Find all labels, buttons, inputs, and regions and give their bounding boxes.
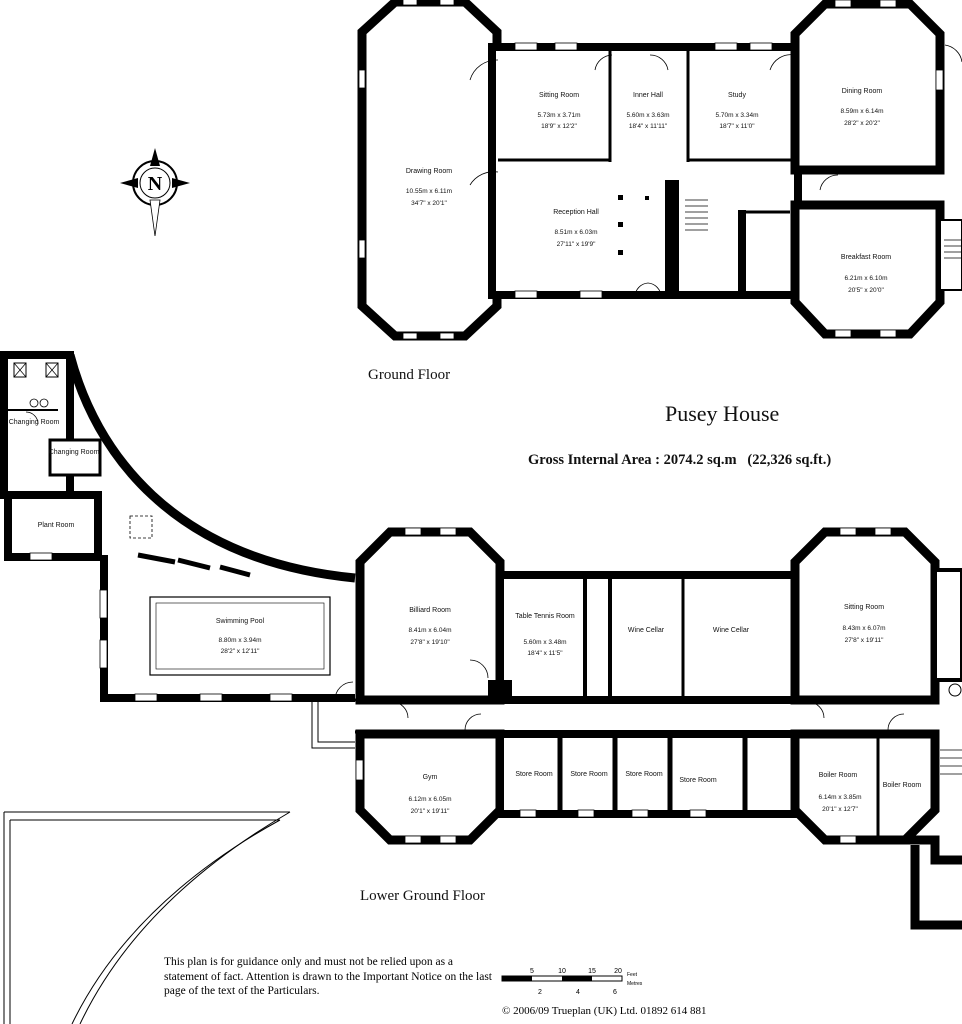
disclaimer-text: This plan is for guidance only and must …	[164, 956, 492, 997]
reception-hall-name: Reception Hall	[553, 209, 599, 216]
gym-dim-ft: 20'1" x 19'11"	[411, 808, 450, 815]
scale-feet-tick-3: 15	[588, 968, 596, 975]
scale-feet-tick-2: 10	[558, 968, 566, 975]
swimming-pool-basin	[149, 596, 331, 676]
dining-room-walls	[790, 0, 945, 175]
scale-metre-label: Metres	[627, 981, 643, 987]
inner-hall-dim-m: 5.60m x 3.63m	[627, 112, 670, 119]
store-room-3-name: Store Room	[625, 771, 663, 778]
boiler-room-1-dim-ft: 20'1" x 12'7"	[822, 806, 858, 813]
dining-room-name: Dining Room	[842, 88, 883, 95]
scale-metre-tick-2: 4	[576, 989, 580, 996]
gym-name: Gym	[423, 774, 438, 781]
ground-floor-plan: Drawing Room 10.55m x 6.11m 34'7" x 20'1…	[357, 0, 962, 341]
table-tennis-dim-ft: 18'4" x 11'5"	[527, 650, 563, 657]
changing-room-1-name: Changing Room	[9, 419, 60, 426]
changing-room-2-name: Changing Room	[49, 449, 100, 456]
inner-hall-name: Inner Hall	[633, 92, 663, 99]
drawing-room-name: Drawing Room	[406, 168, 452, 175]
scale-feet-tick-1: 5	[530, 968, 534, 975]
property-title: Pusey House	[665, 401, 780, 426]
terrace-outline	[311, 698, 355, 749]
reception-hall-dim-m: 8.51m x 6.03m	[555, 229, 598, 236]
ground-floor-label: Ground Floor	[368, 367, 451, 383]
boiler-room-1-name: Boiler Room	[819, 772, 858, 779]
table-tennis-name: Table Tennis Room	[515, 613, 575, 620]
gym-dim-m: 6.12m x 6.05m	[409, 796, 452, 803]
pool-hall-curved-wall	[65, 353, 356, 583]
swimming-pool-name: Swimming Pool	[216, 618, 265, 625]
central-windows	[514, 42, 773, 299]
scale-feet-label: Feet	[627, 972, 638, 978]
store-room-2-name: Store Room	[570, 771, 608, 778]
sitting-room-g-dim-m: 5.73m x 3.71m	[538, 112, 581, 119]
reception-hall-dim-ft: 27'11" x 19'9"	[557, 241, 596, 248]
sitting-room-g-dim-ft: 18'9" x 12'2"	[541, 123, 577, 130]
study-dim-ft: 18'7" x 11'0"	[719, 123, 755, 130]
sitting-room-lg-dim-m: 8.43m x 6.07m	[843, 625, 886, 632]
breakfast-room-name: Breakfast Room	[841, 254, 891, 261]
drawing-room-windows	[358, 0, 455, 340]
sitting-room-lg-windows	[839, 527, 892, 536]
boiler-room-1-dim-m: 6.14m x 3.85m	[819, 794, 862, 801]
gym-windows	[355, 759, 457, 844]
sitting-room-lg-name: Sitting Room	[844, 604, 884, 611]
study-dim-m: 5.70m x 3.34m	[716, 112, 759, 119]
wine-cellar-2-name: Wine Cellar	[713, 627, 750, 634]
drawing-room-dim-m: 10.55m x 6.11m	[406, 188, 452, 195]
gia-metric: : 2074.2 sq.m	[655, 452, 737, 468]
sitting-room-g-name: Sitting Room	[539, 92, 579, 99]
study-name: Study	[728, 92, 746, 99]
swimming-pool-dim-m: 8.80m x 3.94m	[219, 637, 262, 644]
store-room-4-name: Store Room	[679, 777, 717, 784]
copyright-text: © 2006/09 Trueplan (UK) Ltd. 01892 614 8…	[502, 1005, 707, 1017]
sitting-room-lg-dim-ft: 27'8" x 19'11"	[845, 637, 884, 644]
central-block-walls	[488, 43, 802, 299]
store-room-1-name: Store Room	[515, 771, 553, 778]
scale-bar: 5 10 15 20 2 4 6 Feet Metres	[501, 968, 643, 996]
ground-doors	[469, 54, 839, 298]
gia-imperial: (22,326 sq.ft.)	[747, 452, 832, 468]
scale-feet-tick-4: 20	[614, 968, 622, 975]
lower-ground-floor-label: Lower Ground Floor	[360, 888, 485, 904]
compass-north-letter: N	[148, 173, 163, 195]
scale-metre-tick-3: 6	[613, 989, 617, 996]
compass-rose-icon	[120, 148, 190, 237]
wine-cellar-1-name: Wine Cellar	[628, 627, 665, 634]
billiard-room-windows	[404, 527, 457, 536]
breakfast-room-walls	[790, 200, 945, 339]
plant-room-walls	[4, 491, 102, 561]
corridor-doors	[334, 681, 905, 731]
billiard-room-dim-m: 8.41m x 6.04m	[409, 627, 452, 634]
pool-hall-windows	[99, 589, 293, 702]
reception-columns	[618, 195, 649, 255]
dining-room-windows	[834, 0, 944, 91]
store-windows	[519, 809, 707, 818]
boiler-room-2-name: Boiler Room	[883, 782, 922, 789]
breakfast-room-dim-ft: 20'5" x 20'0"	[848, 287, 884, 294]
breakfast-room-dim-m: 6.21m x 6.10m	[845, 275, 888, 282]
drawing-room-walls	[357, 0, 502, 341]
dining-room-dim-ft: 28'2" x 20'2"	[844, 120, 880, 127]
lower-ground-floor-plan: Changing Room Changing Room Plant Room S…	[0, 351, 962, 1024]
inner-hall-dim-ft: 18'4" x 11'11"	[629, 123, 668, 130]
breakfast-room-windows	[834, 329, 897, 338]
drawing-room-dim-ft: 34'7" x 20'1"	[411, 200, 447, 207]
gia-label: Gross Internal Area	[528, 452, 652, 468]
dining-room-dim-m: 8.59m x 6.14m	[841, 108, 884, 115]
plant-room-name: Plant Room	[38, 522, 75, 529]
staircase	[685, 199, 708, 231]
table-tennis-dim-m: 5.60m x 3.48m	[524, 639, 567, 646]
billiard-room-dim-ft: 27'8" x 19'10"	[410, 639, 450, 646]
swimming-pool-dim-ft: 28'2" x 12'11"	[221, 648, 260, 655]
gross-internal-area: Gross Internal Area : 2074.2 sq.m (22,32…	[528, 452, 831, 469]
billiard-room-name: Billiard Room	[409, 607, 451, 614]
scale-metre-tick-1: 2	[538, 989, 542, 996]
